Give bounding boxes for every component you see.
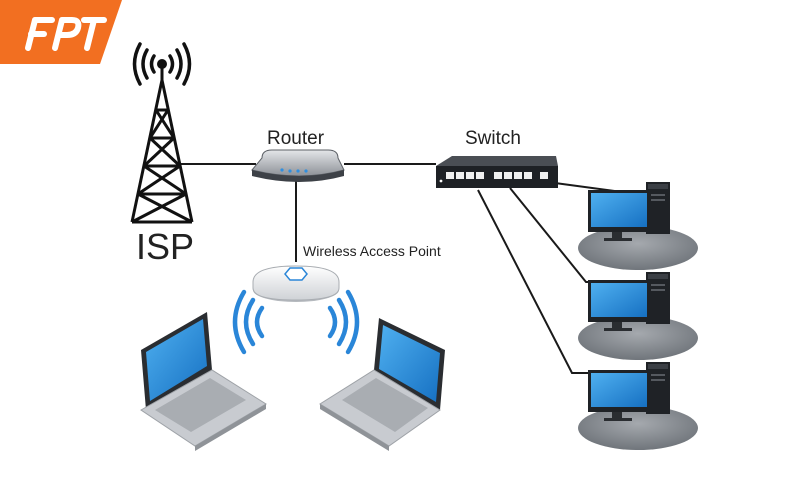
desktop-computer-icon <box>578 182 698 270</box>
router-label: Router <box>267 128 325 149</box>
laptop-icon <box>140 312 267 451</box>
desktop-computer-icon <box>578 362 698 450</box>
signal-waves-icon <box>132 42 192 86</box>
wifi-signal-icon <box>235 292 262 352</box>
fpt-logo <box>0 0 122 64</box>
network-switch-icon <box>436 156 558 188</box>
wireless-access-point-icon <box>252 265 340 302</box>
desktop-computer-icon <box>578 272 698 360</box>
cell-tower-icon <box>130 66 194 224</box>
router-icon <box>251 149 345 182</box>
isp-label: ISP <box>136 226 195 267</box>
switch-label: Switch <box>465 128 521 149</box>
access-point-label: Wireless Access Point <box>303 243 441 259</box>
laptop-icon <box>319 318 445 451</box>
wifi-signal-icon <box>330 292 357 352</box>
